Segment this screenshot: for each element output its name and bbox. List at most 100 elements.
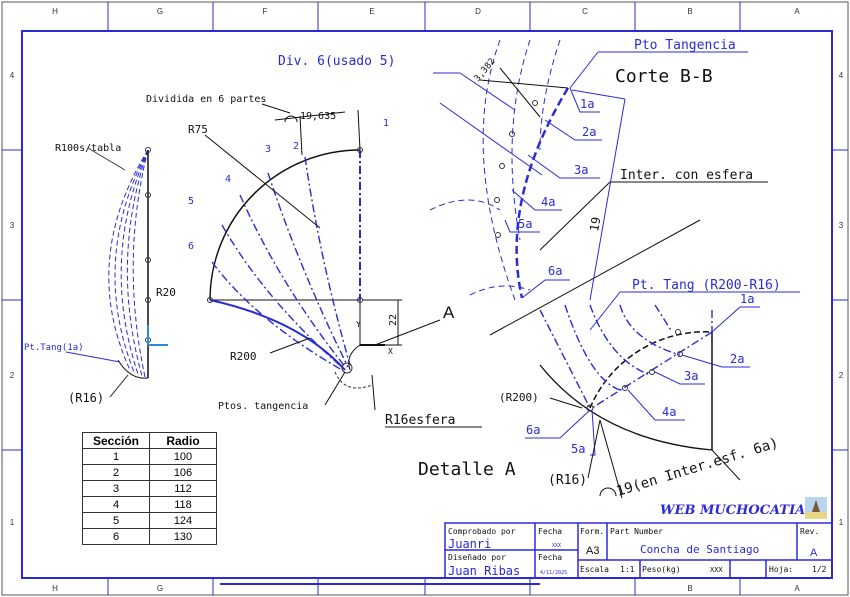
dim-22: 22: [388, 314, 399, 326]
row-label: 4: [10, 71, 15, 80]
table-header: Sección: [82, 432, 150, 449]
column-labels: H G F E D C B A H G B A 4 3 2 1 4 3 2 1: [10, 7, 844, 593]
angle-dim-19-635: 19,635: [300, 111, 336, 122]
col-label: C: [582, 7, 588, 16]
table-cell: 6: [82, 528, 150, 545]
fan-point-label: 6: [188, 241, 194, 252]
date2-value: 4/11/2025: [540, 570, 567, 576]
corte-point-label: 3a: [574, 163, 588, 177]
div-label: Div. 6(usado 5): [278, 54, 395, 69]
designed-by-label: Diseñado por: [448, 553, 506, 562]
table-cell: 1: [82, 448, 150, 465]
checked-by-value: Juanri: [448, 537, 491, 551]
axis-x-label: X: [388, 347, 393, 356]
row-label: 2: [10, 371, 15, 380]
r100-label: R100s/tabla: [55, 143, 121, 154]
corte-point-label: 4a: [541, 195, 555, 209]
col-label: A: [794, 584, 800, 593]
designed-by-value: Juan Ribas: [448, 564, 520, 578]
scale-label: Escala: [580, 565, 609, 574]
fan-view: X Y 22 A 19,635 Dividida en 6 partes R75…: [146, 94, 482, 428]
rev-label: Rev.: [800, 527, 819, 536]
col-label: F: [263, 7, 268, 16]
corte-point-label: 2a: [582, 125, 596, 139]
left-section-view: R100s/tabla Pt.Tang(1a) (R16): [24, 143, 168, 405]
table-header: Radio: [149, 432, 217, 449]
title-block: [444, 522, 833, 579]
ptos-tangencia-label: Ptos. tangencia: [218, 401, 308, 412]
corte-bb-view: Div. 6(usado 5) 3,382 Pto Tangencia Cort…: [278, 38, 768, 336]
table-cell: 2: [82, 464, 150, 481]
pto-tangencia-label: Pto Tangencia: [634, 38, 736, 53]
date-label: Fecha: [538, 527, 562, 536]
corte-point-label: 1a: [580, 97, 594, 111]
weight-value: XXX: [710, 566, 723, 574]
weight-label: Peso(kg): [642, 565, 681, 574]
part-number-label: Part Number: [610, 527, 663, 536]
detalle-point-label: 6a: [526, 423, 540, 437]
divided-label: Dividida en 6 partes: [146, 94, 266, 105]
table-cell: 112: [149, 480, 217, 497]
table-cell: 100: [149, 448, 217, 465]
fan-point-label: 3: [265, 144, 271, 155]
sheet-label: Hoja:: [769, 565, 793, 574]
detalle-dim-19: 19(en Inter.esf. 6a): [614, 435, 780, 500]
col-label: H: [52, 584, 58, 593]
col-label: E: [369, 7, 374, 16]
row-label: 3: [10, 221, 15, 230]
detalle-r16-label: (R16): [548, 473, 587, 488]
row-label: 1: [839, 518, 844, 527]
table-cell: 130: [149, 528, 217, 545]
scale-value: 1:1: [620, 565, 635, 574]
detalle-point-label: 5a: [571, 442, 585, 456]
rev-value: A: [810, 547, 818, 559]
table-cell: 124: [149, 512, 217, 529]
fan-point-label: 5: [188, 196, 194, 207]
logo-text: WEB MUCHOCATIA: [660, 503, 805, 518]
title-block-text: Comprobado por Juanri Fecha XXX Diseñado…: [448, 497, 827, 578]
table-cell: 3: [82, 480, 150, 497]
part-number-value: Concha de Santiago: [640, 543, 759, 556]
col-label: G: [157, 7, 163, 16]
corte-point-label: 5a: [518, 217, 532, 231]
table-cell: 118: [149, 496, 217, 513]
detalle-point-label: 3a: [684, 369, 698, 383]
detalle-point-label: 2a: [730, 352, 744, 366]
format-value: A3: [586, 545, 599, 557]
r16-label: (R16): [68, 391, 104, 405]
pt-tang-label: Pt.Tang(1a): [24, 343, 84, 353]
inter-esfera-label: Inter. con esfera: [620, 168, 753, 183]
checked-by-label: Comprobado por: [448, 527, 516, 536]
table-cell: 106: [149, 464, 217, 481]
r16-esfera-label: R16esfera: [385, 413, 455, 428]
detalle-a-title: Detalle A: [418, 459, 516, 480]
fan-point-label: 4: [225, 174, 231, 185]
corte-bb-title: Corte B-B: [615, 66, 713, 87]
sheet-value: 1/2: [812, 565, 827, 574]
dim-19: 19: [587, 216, 603, 233]
col-label: B: [687, 584, 692, 593]
r200-label: R200: [230, 350, 257, 363]
section-a-label: A: [443, 303, 455, 322]
pt-tang-r200-r16-label: Pt. Tang (R200-R16): [632, 278, 781, 293]
corte-point-label: 6a: [548, 264, 562, 278]
col-label: D: [475, 7, 481, 16]
row-label: 1: [10, 518, 15, 527]
detalle-point-label: 1a: [740, 292, 754, 306]
table-cell: 5: [82, 512, 150, 529]
detalle-r200-label: (R200): [499, 391, 539, 404]
table-cell: 4: [82, 496, 150, 513]
date1-value: XXX: [552, 543, 561, 549]
row-label: 4: [839, 71, 844, 80]
row-label: 3: [839, 221, 844, 230]
angle-dim-3-382: 3,382: [473, 57, 498, 84]
